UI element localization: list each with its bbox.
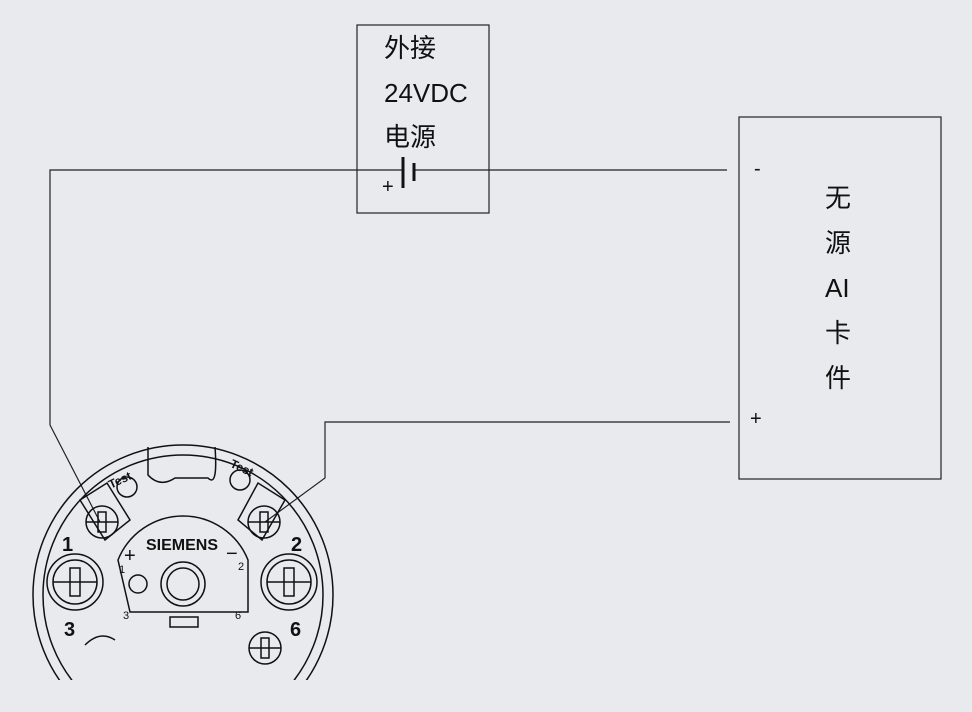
- wire-positive-supply: [49, 169, 403, 523]
- ai-card-char-2: 源: [825, 228, 852, 258]
- ai-plus-label: +: [750, 408, 762, 430]
- power-label-line3: 电源: [384, 122, 437, 152]
- screw-terminal-top-left: [78, 481, 131, 542]
- inner-3: 3: [123, 610, 129, 622]
- screw-terminal-1: [46, 553, 104, 611]
- battery-icon: [401, 157, 416, 188]
- terminal-1-label: 1: [62, 534, 73, 556]
- terminal-2-label: 2: [291, 534, 302, 556]
- ai-card-box: [738, 116, 942, 480]
- inner-1: 1: [119, 564, 125, 576]
- inner-2: 2: [238, 561, 244, 573]
- terminal-3-label: 3: [64, 619, 75, 641]
- wire-ai-positive: [264, 421, 730, 523]
- power-supply-box: [356, 24, 490, 214]
- inner-6: 6: [235, 610, 241, 622]
- screw-terminal-6: [248, 631, 282, 665]
- ai-card-char-5: 件: [825, 363, 852, 393]
- power-label-line1: 外接: [384, 33, 437, 63]
- power-plus-label: +: [382, 176, 394, 198]
- test-label-right: Test: [228, 457, 255, 480]
- screw-terminal-top-right: [237, 481, 287, 542]
- ai-card-char-3: AI: [825, 273, 850, 303]
- ai-minus-label: -: [754, 158, 761, 180]
- terminal-6-label: 6: [290, 619, 301, 641]
- inner-plus: +: [124, 545, 136, 567]
- power-label-line2: 24VDC: [384, 78, 468, 108]
- siemens-transmitter: [32, 444, 334, 680]
- screw-terminal-2: [260, 553, 318, 611]
- test-label-left: Test: [106, 469, 133, 492]
- inner-minus: −: [226, 543, 238, 565]
- ai-card-char-4: 卡: [825, 318, 852, 348]
- brand-label: SIEMENS: [146, 537, 218, 554]
- ai-card-char-1: 无: [825, 183, 852, 213]
